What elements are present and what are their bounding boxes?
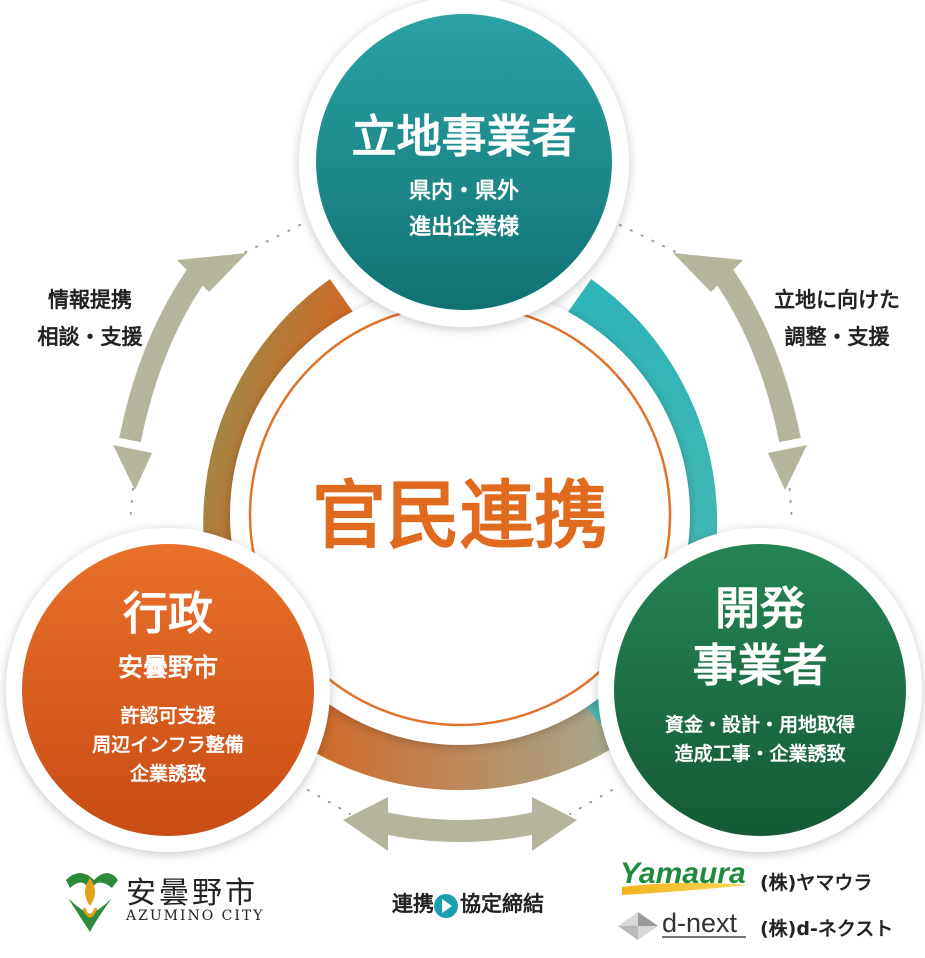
ring-segment-bottom — [305, 698, 615, 791]
node-dev-circle — [598, 528, 922, 852]
left-double-arrow — [113, 253, 247, 490]
city-logo-roman: AZUMINO CITY — [126, 908, 265, 924]
dnext-company-name: (株)d-ネクスト — [760, 918, 894, 940]
node-company-circle — [299, 0, 629, 327]
dotted-connectors — [129, 224, 793, 815]
city-logo-name: 安曇野市 — [126, 876, 258, 911]
node-company-title: 立地事業者 — [351, 110, 577, 163]
relation-bottom-before: 連携 — [392, 892, 434, 916]
relation-bottom-after: 協定締結 — [460, 892, 544, 916]
yamaura-swoosh — [622, 882, 748, 895]
node-dev-line1: 資金・設計・用地取得 — [664, 714, 855, 736]
node-company-line2: 進出企業様 — [408, 215, 519, 240]
relation-right-line2: 調整・支援 — [784, 325, 890, 349]
d-next-diamond-icon — [618, 912, 658, 940]
relation-left-line1: 情報提携 — [48, 288, 132, 312]
right-double-arrow — [673, 253, 807, 490]
node-dev-line2: 造成工事・企業誘致 — [674, 743, 846, 765]
chevron-right-icon — [434, 894, 458, 918]
arrows — [113, 253, 807, 851]
node-gov-line1: 許認可支援 — [120, 705, 216, 727]
node-gov-circle — [6, 528, 330, 852]
bottom-double-arrow — [343, 797, 577, 851]
dnext-logo-mark: d-next — [662, 908, 738, 938]
city-emblem-icon — [66, 873, 118, 932]
relation-right-line1: 立地に向けた — [774, 288, 900, 312]
node-gov-line2: 周辺インフラ整備 — [92, 734, 244, 756]
node-gov-title: 行政 — [122, 587, 213, 640]
yamaura-logo-mark: Yamaura — [620, 857, 746, 890]
node-gov-line3: 企業誘致 — [129, 763, 206, 785]
yamaura-company-name: (株)ヤマウラ — [760, 872, 873, 894]
node-gov-subtitle: 安曇野市 — [117, 653, 218, 682]
center-title: 官民連携 — [312, 473, 608, 559]
node-company-line1: 県内・県外 — [408, 179, 519, 204]
node-dev-title2: 事業者 — [692, 639, 828, 692]
node-dev-title1: 開発 — [714, 582, 805, 635]
relation-left-line2: 相談・支援 — [37, 325, 143, 349]
